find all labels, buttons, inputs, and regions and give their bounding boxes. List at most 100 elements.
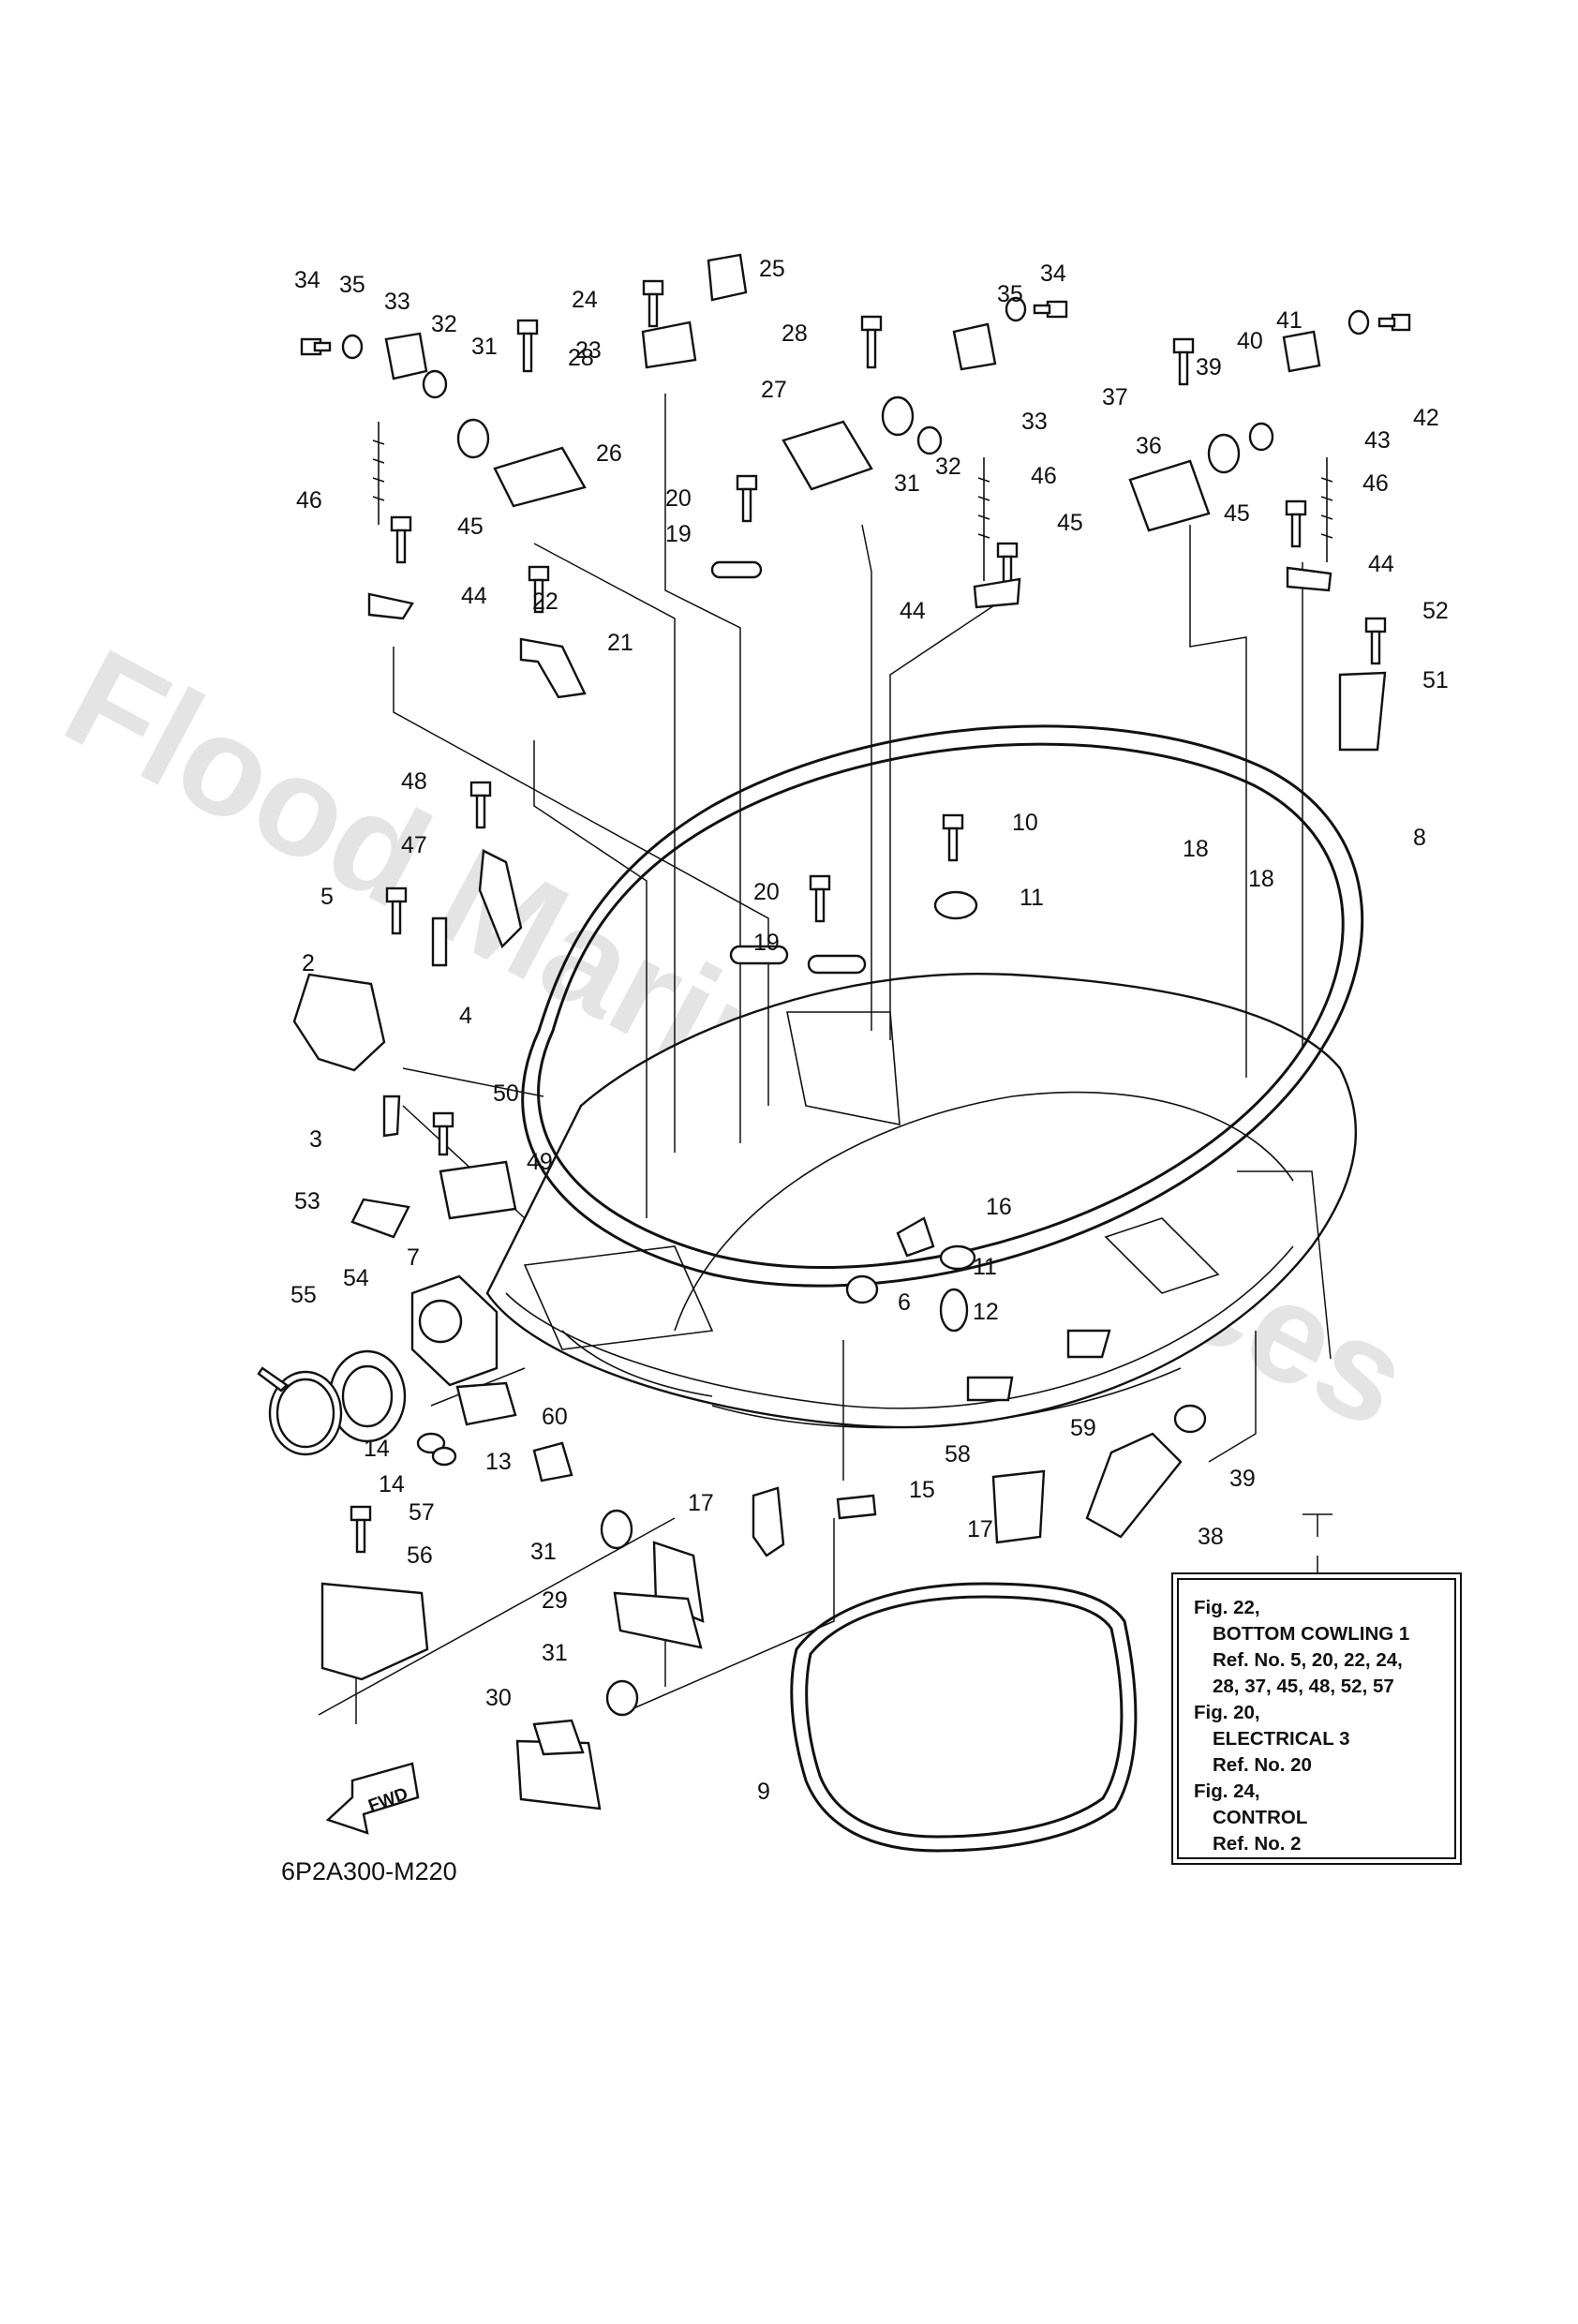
part-number: 16	[986, 1194, 1012, 1220]
ref-line: CONTROL	[1213, 1807, 1308, 1828]
part-number: 17	[967, 1516, 993, 1542]
part-number: 34	[294, 267, 320, 293]
part-number: 14	[379, 1471, 405, 1497]
part-number: 13	[485, 1449, 512, 1475]
part-number: 31	[530, 1539, 557, 1565]
part-number: 23	[575, 337, 602, 364]
part-number: 57	[409, 1499, 435, 1526]
part-number: 45	[457, 514, 484, 540]
part-number: 22	[532, 588, 558, 615]
part-number: 38	[1198, 1524, 1224, 1550]
part-number: 31	[542, 1640, 568, 1666]
part-number: 20	[753, 879, 780, 905]
drawing-code: 6P2A300-M220	[281, 1857, 457, 1885]
part-number: 39	[1229, 1466, 1256, 1492]
part-number: 6	[898, 1289, 911, 1316]
ref-line: Fig. 20,	[1194, 1702, 1260, 1723]
part-number: 52	[1422, 598, 1449, 624]
part-number: 19	[665, 521, 692, 547]
part-number: 58	[945, 1441, 971, 1467]
part-number: 9	[757, 1779, 770, 1805]
cowling-seal-ring	[521, 724, 1364, 1288]
part-number: 19	[753, 930, 780, 956]
part-number: 60	[542, 1404, 568, 1430]
part-number: 26	[596, 440, 622, 467]
part-number: 47	[401, 832, 427, 858]
part-number: 51	[1422, 667, 1449, 693]
part-number: 33	[1021, 409, 1048, 435]
part-number: 54	[343, 1265, 369, 1291]
part-number: 30	[485, 1685, 512, 1711]
part-number: 21	[607, 630, 633, 656]
part-number: 28	[568, 345, 594, 371]
part-number: 8	[1413, 825, 1426, 851]
part-number: 40	[1237, 328, 1263, 354]
part-number: 10	[1012, 810, 1038, 836]
part-number: 24	[572, 287, 598, 313]
part-number: 44	[900, 598, 926, 624]
ref-line: Fig. 22,	[1194, 1597, 1260, 1618]
ref-line: Ref. No. 20	[1213, 1754, 1312, 1776]
part-number: 55	[290, 1282, 317, 1308]
part-number: 42	[1413, 405, 1439, 431]
part-number: 45	[1224, 500, 1250, 527]
part-number: 28	[782, 320, 808, 347]
part-number: 31	[471, 334, 498, 360]
part-number: 32	[935, 454, 961, 480]
part-number: 36	[1136, 433, 1162, 459]
small-parts	[257, 253, 1411, 1835]
part-number-labels: 34 35 33 32 31 28 26 46 45 44 22 21 24 2…	[290, 256, 1449, 1805]
part-number: 15	[909, 1477, 935, 1503]
part-number: 56	[407, 1542, 433, 1569]
bottom-gasket	[790, 1582, 1138, 1853]
ref-line: ELECTRICAL 3	[1213, 1728, 1350, 1750]
part-number: 20	[665, 485, 692, 512]
part-number: 12	[973, 1299, 999, 1325]
part-number: 34	[1040, 261, 1066, 287]
part-number: 32	[431, 311, 457, 337]
reference-callout-box: Fig. 22, BOTTOM COWLING 1 Ref. No. 5, 20…	[1171, 1572, 1462, 1865]
part-number: 18	[1183, 836, 1209, 862]
part-number: 46	[1362, 470, 1389, 497]
part-number: 11	[973, 1254, 997, 1280]
part-number: 18	[1248, 866, 1274, 892]
part-number: 31	[894, 470, 920, 497]
part-number: 59	[1070, 1415, 1096, 1441]
part-number: 27	[761, 377, 787, 403]
ref-line: Ref. No. 2	[1213, 1833, 1302, 1855]
part-number: 48	[401, 768, 427, 795]
ref-line: BOTTOM COWLING 1	[1213, 1623, 1410, 1645]
part-number: 53	[294, 1188, 320, 1214]
part-number: 46	[296, 487, 322, 514]
part-number: 33	[384, 289, 410, 315]
reference-lines	[318, 394, 1332, 1724]
part-number: 39	[1196, 354, 1222, 380]
part-number: 29	[542, 1587, 568, 1614]
part-number: 44	[461, 583, 487, 609]
part-number: 14	[364, 1436, 390, 1462]
ref-line: Ref. No. 5, 20, 22, 24,	[1213, 1649, 1403, 1671]
part-number: 35	[339, 272, 365, 298]
part-number: 45	[1057, 510, 1083, 536]
forward-arrow-icon	[325, 1762, 420, 1835]
bottom-cowling	[485, 972, 1357, 1429]
part-number: 44	[1368, 551, 1394, 577]
part-number: 5	[320, 884, 334, 910]
part-number: 41	[1276, 307, 1303, 334]
part-number: 46	[1031, 463, 1057, 489]
part-number: 7	[407, 1244, 420, 1271]
part-number: 49	[527, 1149, 553, 1175]
part-number: 50	[493, 1080, 519, 1107]
part-number: 35	[997, 281, 1023, 307]
part-number: 11	[1020, 885, 1044, 911]
ref-line: Fig. 24,	[1194, 1780, 1260, 1802]
part-number: 17	[688, 1490, 714, 1516]
part-number: 37	[1102, 384, 1128, 410]
part-number: 2	[302, 950, 315, 976]
part-number: 3	[309, 1126, 322, 1153]
part-number: 43	[1364, 427, 1391, 454]
part-number: 25	[759, 256, 785, 282]
part-number: 4	[459, 1003, 472, 1029]
ref-line: 28, 37, 45, 48, 52, 57	[1213, 1676, 1394, 1697]
